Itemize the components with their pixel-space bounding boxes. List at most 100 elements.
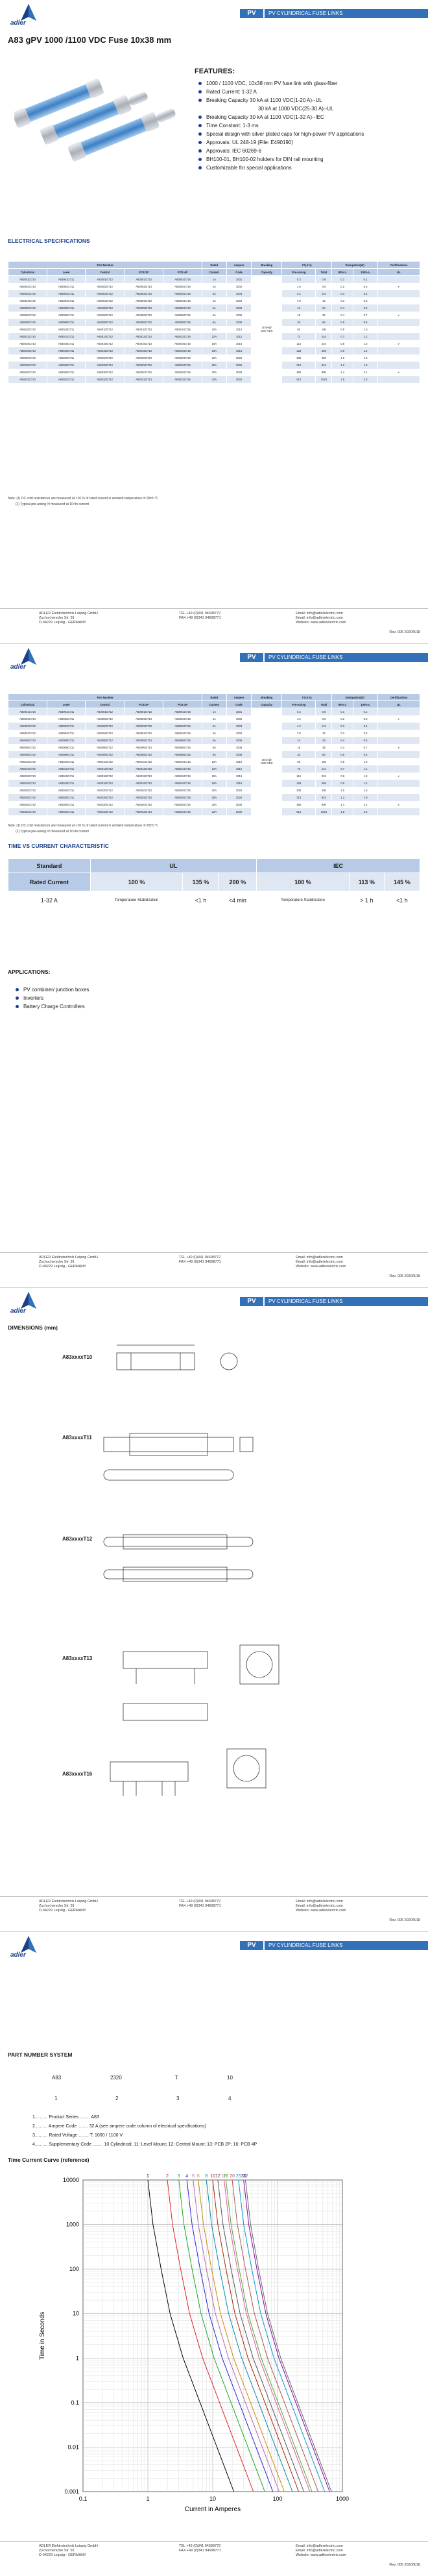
table-cell: 4A	[202, 297, 227, 304]
table-cell: 1004	[226, 297, 252, 304]
table-cell: 0.3	[331, 290, 353, 297]
tc-cell: 100 %	[89, 873, 184, 891]
footer-street: Zschochersche Str. 91	[39, 616, 75, 620]
th-column: Total	[315, 268, 333, 276]
adler-logo-icon	[21, 648, 36, 665]
table-cell: 1010	[226, 758, 252, 765]
table-cell: ✔	[377, 340, 420, 347]
table-cell: A83025G712	[85, 793, 125, 801]
footer-email-2[interactable]: Email: info@adlerelectric.com	[296, 1904, 343, 1908]
x-axis-label: Current in Amperes	[185, 2506, 241, 2513]
table-cell: A83016G713	[124, 779, 164, 787]
footer-email[interactable]: Email: info@adlerelectric.com	[296, 2544, 343, 2548]
spec-notes: Note: (1) DC cold resistances are measur…	[8, 823, 158, 835]
table-cell: A83006G711	[46, 743, 86, 751]
table-cell: A83016G711	[46, 779, 86, 787]
tc-header-ul: UL	[89, 858, 257, 873]
footer-email[interactable]: Email: info@adlerelectric.com	[296, 1256, 343, 1259]
table-cell: 64	[315, 318, 333, 326]
tc-cell: 135 %	[182, 873, 219, 891]
table-cell: 1010	[226, 325, 252, 333]
table-cell: A83005G713	[124, 304, 164, 312]
tcc-curve-4	[186, 2179, 274, 2492]
table-cell: A83006G713	[124, 311, 164, 319]
footer-city: D-04229 Leipzig - GERMANY	[39, 2553, 86, 2557]
feature-item: Rated Current: 1-32 A	[198, 88, 419, 96]
table-cell: A83020G713	[124, 354, 164, 362]
pn-number: 3	[176, 2096, 180, 2101]
brand-wordmark: adler	[10, 663, 26, 671]
table-cell: 0.7	[352, 311, 379, 319]
footer-email-2[interactable]: Email: info@adlerelectric.com	[296, 616, 343, 620]
table-cell: 1.2	[331, 793, 353, 801]
variant-label: A83xxxxT10	[62, 1354, 93, 1360]
header-bar: PV PV CYLINDRICAL FUSE LINKS	[0, 653, 428, 662]
table-cell: 1.4	[352, 779, 379, 787]
table-cell: 0.4	[331, 743, 353, 751]
table-cell: 1008	[226, 750, 252, 758]
table-cell: 30A	[202, 368, 227, 376]
table-cell: A83006G716	[163, 743, 203, 751]
table-cell: A83004G712	[85, 297, 125, 304]
table-cell: 0.4	[352, 722, 379, 730]
table-cell: A83015G712	[85, 340, 125, 347]
th-column: PCB 4P	[163, 268, 203, 276]
table-cell: 0.2	[331, 282, 353, 290]
table-cell: A83003G710	[8, 290, 47, 297]
footer-email[interactable]: Email: info@adlerelectric.com	[296, 612, 343, 615]
table-cell: A83008G710	[8, 318, 47, 326]
th-column: Code	[226, 268, 252, 276]
feature-item: Approvals: UL 248-19 (File: E490190)	[198, 138, 419, 147]
table-cell: 7.8	[281, 729, 316, 737]
table-cell: 2.3	[352, 375, 379, 383]
footer-web[interactable]: Website: www.adlerelectric.com	[296, 621, 346, 625]
table-cell: 0.4	[331, 304, 353, 312]
table-cell: 400	[315, 354, 333, 362]
table-cell: 1003	[226, 722, 252, 730]
table-cell: 0.6	[331, 325, 353, 333]
curve-label: 8	[205, 2174, 208, 2179]
tcc-curve-10	[212, 2179, 300, 2492]
curve-label: 3	[178, 2174, 180, 2179]
footer-web[interactable]: Website: www.adlerelectric.com	[296, 1265, 346, 1269]
footer-web[interactable]: Website: www.adlerelectric.com	[296, 2553, 346, 2557]
spec-notes: Note: (1) DC cold resistances are measur…	[8, 496, 158, 508]
table-cell: 0.1	[331, 275, 353, 283]
footer-company: ADLER Elektrotechnik Leipzig GmbH	[39, 1256, 98, 1259]
table-cell	[377, 325, 420, 333]
table-cell: 450	[281, 800, 316, 808]
table-cell: A83012G713	[124, 332, 164, 340]
table-cell	[377, 750, 420, 758]
table-cell: A83030G711	[46, 800, 86, 808]
tcc-curve-32	[245, 2179, 332, 2492]
table-cell: 12	[281, 304, 316, 312]
table-cell: 15	[315, 297, 333, 304]
table-cell: A83002G711	[46, 282, 86, 290]
table-cell: 1015	[226, 340, 252, 347]
table-cell: 8A	[202, 750, 227, 758]
curve-label: 32	[243, 2174, 248, 2179]
table-cell: A83004G711	[46, 297, 86, 304]
table-cell: 624	[315, 793, 333, 801]
table-cell: A83015G713	[124, 340, 164, 347]
table-cell: 3.0	[315, 282, 333, 290]
footer-email-2[interactable]: Email: info@adlerelectric.com	[296, 2549, 343, 2553]
tc-cell: 1-32 A	[8, 891, 91, 910]
table-cell: A83015G710	[8, 772, 47, 780]
application-item: Inverters	[16, 994, 89, 1002]
th-column: Total	[315, 700, 333, 708]
table-cell: 0.7	[352, 743, 379, 751]
table-cell: 1.5	[281, 282, 316, 290]
table-cell: ✔	[377, 311, 420, 319]
footer-email-2[interactable]: Email: info@adlerelectric.com	[296, 1260, 343, 1264]
footer-web[interactable]: Website: www.adlerelectric.com	[296, 1909, 346, 1913]
table-cell: A83003G712	[85, 722, 125, 730]
pn-row-value: A83	[91, 2115, 99, 2120]
tc-cell: Temperature Stabilization	[256, 891, 350, 910]
footer-email[interactable]: Email: info@adlerelectric.com	[296, 1900, 343, 1903]
